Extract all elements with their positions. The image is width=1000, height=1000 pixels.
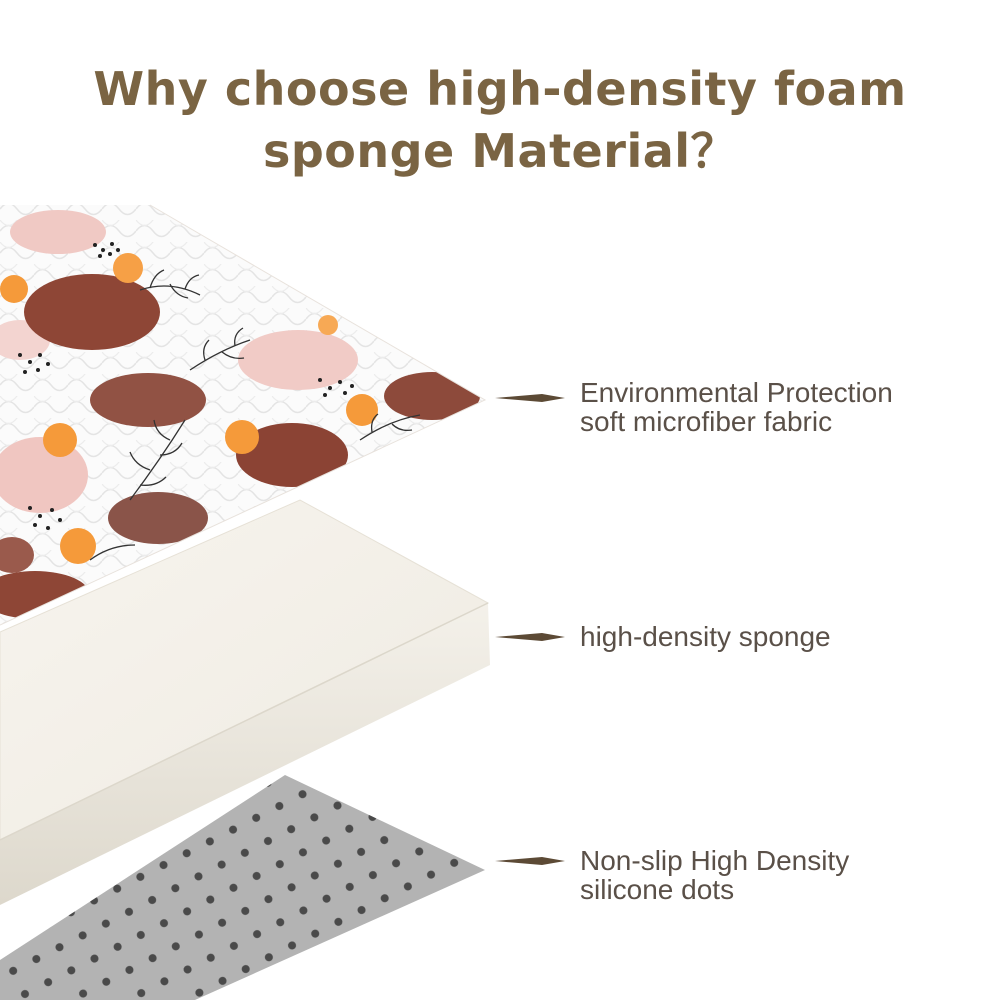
- label-fabric: Environmental Protection soft microfiber…: [580, 378, 893, 436]
- label-dots-line-1: Non-slip High Density: [580, 845, 850, 876]
- label-fabric-line-1: Environmental Protection: [580, 377, 893, 408]
- label-fabric-line-2: soft microfiber fabric: [580, 406, 833, 437]
- label-sponge: high-density sponge: [580, 622, 831, 651]
- pointer-sponge: [495, 633, 565, 641]
- title-line-1: Why choose high-density foam: [93, 62, 907, 116]
- fabric-layer: [0, 204, 487, 626]
- pointer-fabric: [495, 394, 565, 402]
- label-sponge-line-1: high-density sponge: [580, 621, 831, 652]
- sponge-layer: [0, 499, 490, 905]
- label-dots-line-2: silicone dots: [580, 874, 735, 905]
- pointer-lines: [495, 394, 565, 865]
- pointer-dots: [495, 857, 565, 865]
- label-dots: Non-slip High Density silicone dots: [580, 846, 849, 904]
- page-title: Why choose high-density foam sponge Mate…: [0, 58, 1000, 182]
- title-line-2: sponge Material？: [262, 124, 738, 178]
